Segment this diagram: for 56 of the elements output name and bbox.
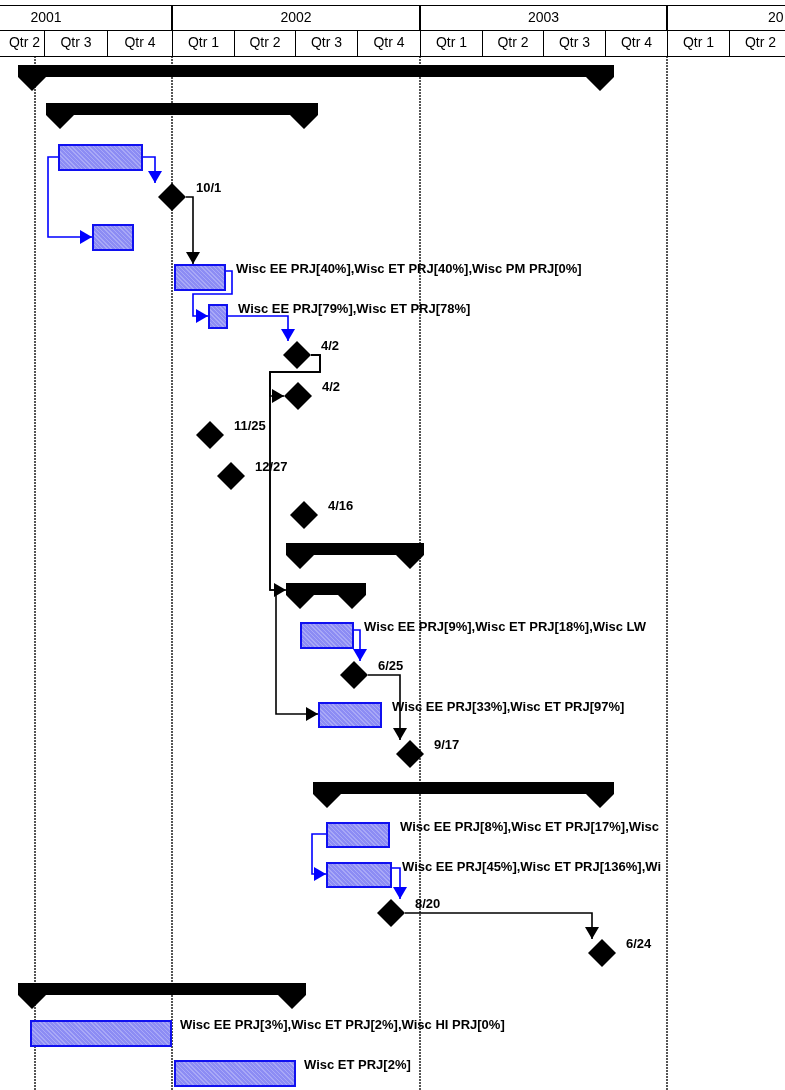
milestone-diamond: [158, 183, 186, 211]
task-bar: [174, 264, 226, 291]
dependency-arrow: [311, 833, 327, 881]
year-header: 20: [667, 5, 785, 31]
dependency-arrow: [353, 629, 367, 662]
dependency-arrow: [227, 315, 295, 342]
dependency-arrow: [47, 156, 93, 244]
dependency-arrow: [269, 354, 321, 721]
milestone-date: 10/1: [196, 180, 222, 195]
resource-label: Wisc EE PRJ[8%],Wisc ET PRJ[17%],Wisc: [400, 819, 659, 834]
milestone-date: 6/24: [626, 936, 652, 951]
task-bar: [92, 224, 134, 251]
resource-label: Wisc EE PRJ[40%],Wisc ET PRJ[40%],Wisc PM PRJ[0%]: [236, 261, 582, 276]
milestone-diamond: [290, 501, 318, 529]
resource-label: Wisc EE PRJ[3%],Wisc ET PRJ[2%],Wisc HI PRJ[0%]: [180, 1017, 505, 1032]
resource-label: Wisc EE PRJ[79%],Wisc ET PRJ[78%]: [238, 301, 471, 316]
task-bar: [318, 702, 382, 728]
resource-label: Wisc ET PRJ[2%]: [304, 1057, 411, 1072]
summary-bar: [286, 543, 424, 569]
year-header: 2001: [0, 5, 172, 31]
summary-bar: [18, 65, 614, 91]
resource-label: Wisc EE PRJ[9%],Wisc ET PRJ[18%],Wisc LW: [364, 619, 647, 634]
dependency-arrow: [185, 196, 200, 265]
milestone-diamond: [377, 899, 405, 927]
dependency-arrow: [142, 156, 162, 184]
milestone-date: 9/17: [434, 737, 460, 752]
milestone-diamond: [217, 462, 245, 490]
summary-bar: [286, 583, 366, 609]
milestone-date: 4/16: [328, 498, 354, 513]
task-bar: [300, 622, 354, 649]
summary-bar: [46, 103, 318, 129]
dependency-arrow: [192, 270, 233, 323]
dependency-arrow: [404, 912, 599, 940]
milestone-date: 4/2: [321, 338, 340, 353]
milestone-diamond: [340, 661, 368, 689]
milestone-date: 6/25: [378, 658, 404, 673]
task-bar: [208, 304, 228, 329]
milestone-diamond: [396, 740, 424, 768]
summary-bar: [313, 782, 614, 808]
year-header: 2003: [420, 5, 667, 31]
year-header: 2002: [172, 5, 420, 31]
summary-bar: [18, 983, 306, 1009]
milestone-diamond: [284, 382, 312, 410]
task-bar: [58, 144, 143, 171]
milestone-date: 8/20: [415, 896, 441, 911]
task-bar: [326, 862, 392, 888]
task-bar: [174, 1060, 296, 1087]
milestone-date: 4/2: [322, 379, 341, 394]
milestone-diamond: [283, 341, 311, 369]
milestone-diamond: [588, 939, 616, 967]
task-bar: [30, 1020, 172, 1047]
dependency-arrow: [391, 867, 407, 900]
milestone-diamond: [196, 421, 224, 449]
resource-label: Wisc EE PRJ[45%],Wisc ET PRJ[136%],Wi: [402, 859, 661, 874]
milestone-date: 11/25: [234, 418, 266, 433]
task-bar: [326, 822, 390, 848]
